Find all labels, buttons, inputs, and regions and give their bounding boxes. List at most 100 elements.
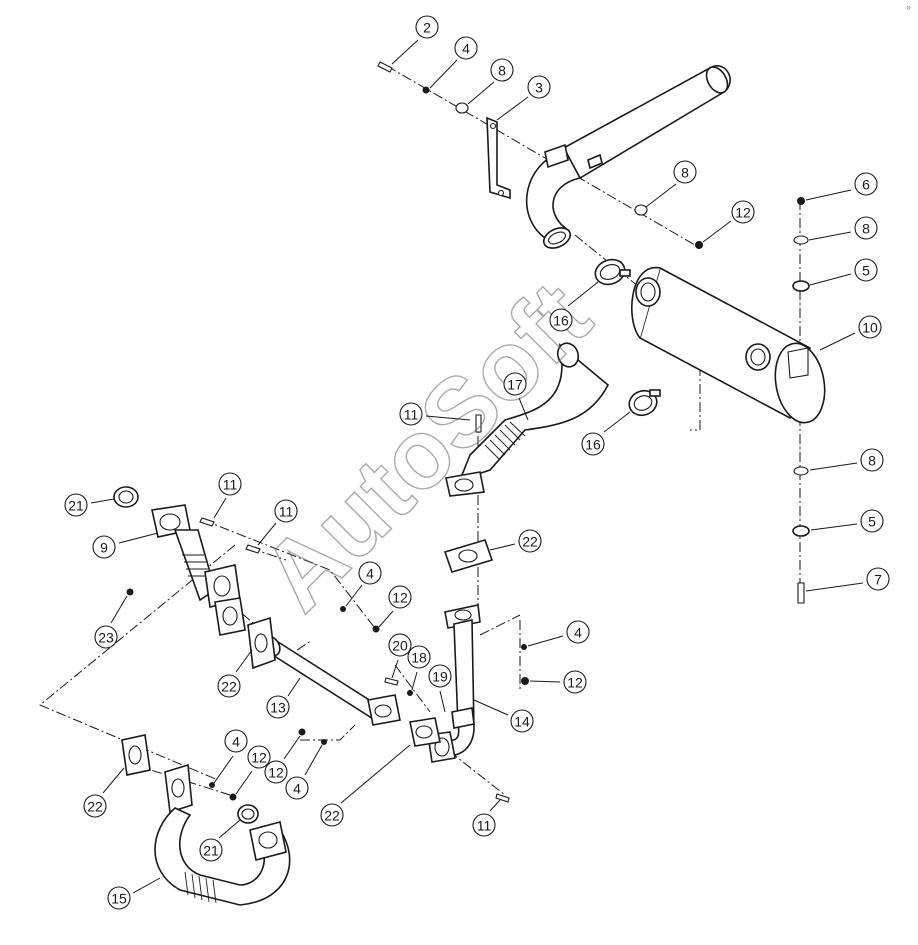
callout-20: 20: [388, 633, 412, 679]
callout-leader-line: [391, 39, 419, 65]
callout-number: 12: [251, 750, 267, 766]
callout-number: 19: [432, 669, 448, 685]
callout-circle: [581, 432, 605, 456]
callout-3: 3: [496, 75, 551, 121]
callout-circle: [217, 674, 241, 698]
callout-11: 11: [213, 472, 242, 519]
gasket-left: [247, 616, 276, 670]
callout-leader-line: [809, 273, 852, 286]
callout-leader-line: [235, 649, 253, 673]
callout-number: 16: [585, 437, 601, 453]
callout-circle: [673, 160, 697, 184]
callout-leader-line: [603, 411, 631, 433]
callout-number: 22: [87, 799, 103, 815]
callout-2: 2: [391, 15, 439, 65]
fasteners: [126, 61, 810, 803]
callout-4: 4: [345, 561, 382, 607]
callout-9: 9: [92, 532, 159, 559]
callout-circle: [858, 315, 882, 339]
callout-21: 21: [64, 493, 115, 517]
callout-number: 12: [392, 590, 408, 606]
callout-circle: [428, 664, 452, 688]
callout-circle: [563, 670, 587, 694]
callout-circle: [264, 760, 288, 784]
callout-leader-line: [518, 397, 529, 421]
callout-21: 21: [199, 819, 241, 862]
callout-leader-line: [489, 543, 516, 551]
callout-circle: [388, 585, 412, 609]
callout-circle: [399, 402, 423, 426]
callout-number: 4: [574, 625, 582, 641]
callout-leader-line: [809, 462, 858, 471]
callout-circle: [407, 645, 431, 669]
callout-leader-line: [213, 755, 234, 784]
callout-circle: [854, 216, 878, 240]
callout-number: 18: [411, 650, 427, 666]
callout-10: 10: [819, 315, 882, 351]
callout-circle: [83, 794, 107, 818]
callout-leader-line: [90, 498, 115, 504]
callout-number: 9: [100, 540, 108, 556]
callout-12: 12: [264, 735, 301, 784]
callout-number: 4: [366, 566, 374, 582]
callout-17: 17: [503, 372, 529, 421]
callout-22: 22: [489, 529, 542, 553]
callout-number: 4: [293, 781, 301, 797]
horizontal-pipe: [263, 635, 441, 747]
callout-4: 4: [285, 744, 323, 800]
callout-11: 11: [399, 402, 471, 426]
callout-leader-line: [132, 877, 161, 894]
callout-circle: [860, 448, 884, 472]
callout-circle: [527, 75, 551, 99]
callout-leader-line: [489, 799, 501, 812]
callout-circle: [92, 535, 116, 559]
callout-number: 20: [392, 638, 408, 654]
callout-22: 22: [217, 649, 253, 698]
callout-4: 4: [429, 36, 478, 89]
callout-13: 13: [266, 677, 301, 719]
callout-leader-line: [567, 281, 599, 307]
callout-number: 22: [324, 808, 340, 824]
callout-circle: [518, 529, 542, 553]
callout-circle: [199, 838, 223, 862]
callout-number: 2: [423, 20, 431, 36]
callout-leader-line: [411, 671, 418, 691]
callout-6: 6: [805, 172, 878, 201]
callout-number: 12: [567, 675, 583, 691]
y-pipe: [121, 734, 291, 906]
callout-number: 10: [862, 320, 878, 336]
callout-leader-line: [283, 735, 301, 760]
callout-leader-line: [645, 183, 677, 208]
callout-leader-line: [110, 595, 128, 624]
callout-leader-line: [118, 532, 159, 544]
callout-leader-line: [808, 231, 852, 241]
callout-15: 15: [107, 877, 161, 910]
callout-leader-line: [425, 415, 471, 421]
callout-circle: [860, 509, 884, 533]
callout-8: 8: [645, 160, 697, 208]
callout-leader-line: [257, 522, 277, 546]
callout-leader-line: [529, 680, 561, 683]
callout-5: 5: [809, 258, 878, 286]
callout-number: 4: [462, 41, 470, 57]
callout-leader-line: [473, 699, 509, 716]
callout-circle: [274, 499, 298, 523]
callout-circle: [224, 729, 248, 753]
callout-8: 8: [808, 216, 878, 241]
callout-circle: [731, 200, 755, 224]
callout-leader-line: [439, 690, 446, 713]
callout-number: 13: [270, 700, 286, 716]
callout-7: 7: [805, 567, 890, 592]
callout-18: 18: [407, 645, 431, 691]
callout-circle: [503, 372, 527, 396]
callout-leader-line: [345, 584, 363, 607]
callout-number: 21: [68, 498, 84, 514]
callout-number: 17: [507, 377, 523, 393]
callout-circle: [247, 745, 271, 769]
callout-circle: [866, 567, 890, 591]
mounting-bracket: [486, 116, 511, 200]
callout-number: 6: [862, 177, 870, 193]
callout-19: 19: [428, 664, 452, 713]
